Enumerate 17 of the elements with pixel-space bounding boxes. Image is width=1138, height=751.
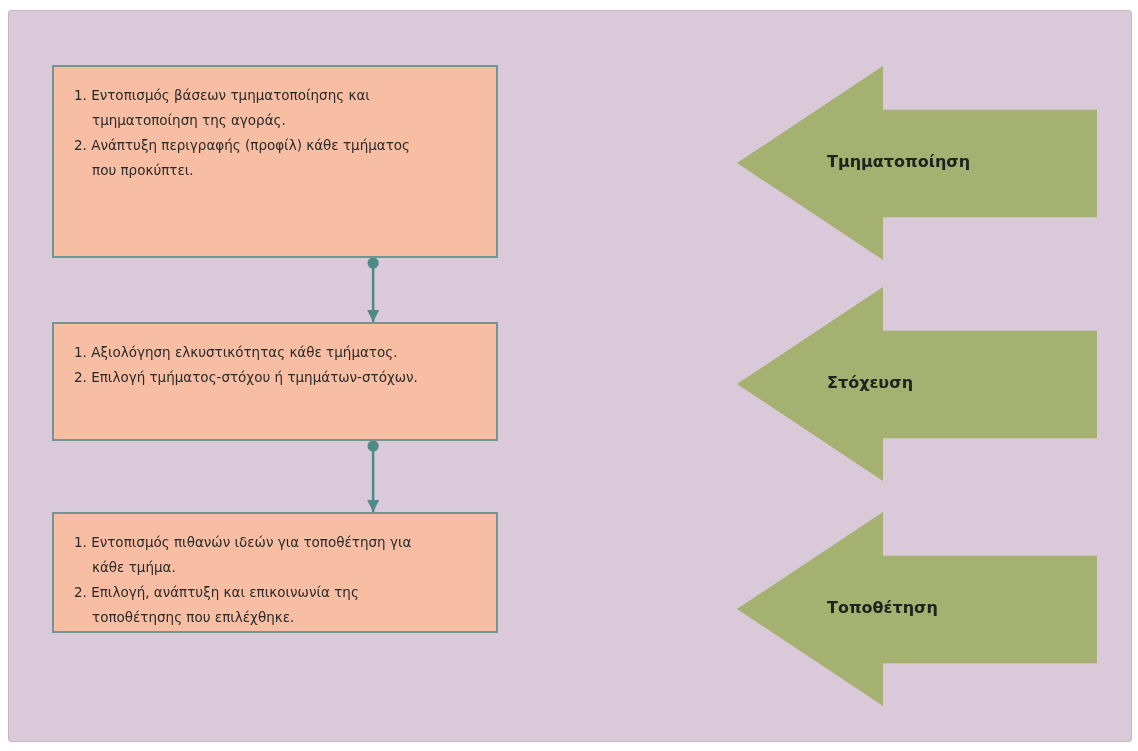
process-box xyxy=(52,512,498,633)
left-arrow-shape xyxy=(737,66,1097,260)
list-item: 2. Επιλογή, ανάπτυξη και επικοινωνία της τοποθέτησης που επιλέχθηκε. xyxy=(74,583,360,627)
connector-arrow xyxy=(366,440,380,512)
list-item: 2. Ανάπτυξη περιγραφής (προφίλ) κάθε τμήματος που προκύπτει. xyxy=(74,136,411,180)
connector-arrow xyxy=(366,257,380,322)
list-item: 2. Επιλογή τμήματος-στόχου ή τμημάτων-στόχων. xyxy=(74,368,419,387)
process-box xyxy=(52,322,498,441)
left-arrow-shape xyxy=(737,287,1097,481)
list-item: 1. Εντοπισμός βάσεων τμηματοποίησης και τμηματοποίηση της αγοράς. xyxy=(74,86,371,130)
left-arrow-shape xyxy=(737,512,1097,706)
list-item: 1. Αξιολόγηση ελκυστικότητας κάθε τμήματος. xyxy=(74,343,399,362)
process-box xyxy=(52,65,498,258)
list-item: 1. Εντοπισμός πιθανών ιδεών για τοποθέτηση για κάθε τμήμα. xyxy=(74,533,413,577)
stage-label: Τμηματοποίηση xyxy=(827,152,971,171)
stage-label: Τοποθέτηση xyxy=(827,598,938,617)
stage-label: Στόχευση xyxy=(827,373,913,392)
